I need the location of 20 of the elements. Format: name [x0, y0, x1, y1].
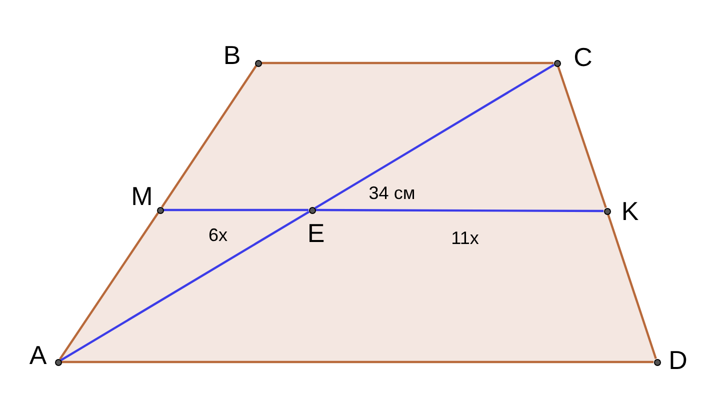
line-segment — [164, 208, 308, 212]
point-label: D — [668, 347, 688, 373]
line-segment — [60, 210, 310, 362]
line-segment — [262, 62, 554, 64]
point-label: M — [131, 183, 153, 209]
line-segment — [607, 214, 657, 360]
line-segment — [314, 64, 555, 210]
line-segment — [557, 66, 607, 208]
length-label: 6x — [208, 226, 228, 244]
line-segment — [62, 360, 654, 364]
length-label: 11x — [451, 229, 479, 247]
point-label: E — [307, 220, 325, 246]
point-label: C — [574, 44, 592, 70]
line-segment — [59, 212, 159, 360]
line-segment — [316, 208, 604, 212]
length-label: 34 см — [368, 184, 416, 202]
line-segment — [161, 65, 257, 208]
point-label: K — [621, 198, 639, 224]
point-label: B — [223, 42, 241, 68]
point-label: A — [29, 342, 47, 368]
